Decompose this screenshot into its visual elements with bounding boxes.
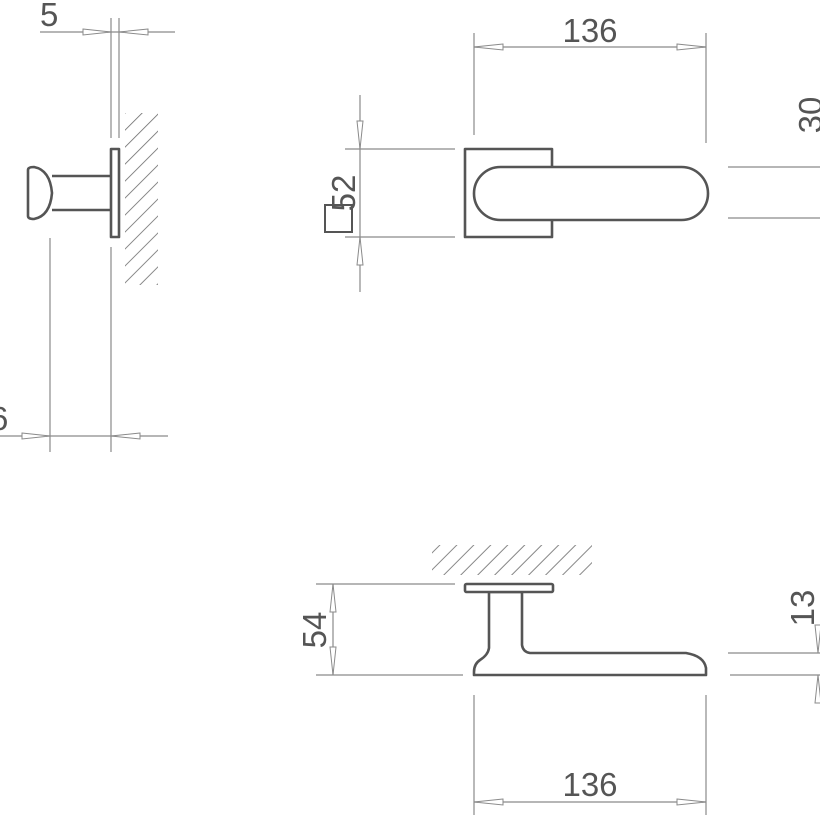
dim-label-136-top: 136 <box>562 12 617 49</box>
arrow <box>676 43 707 51</box>
rosette-side <box>109 147 121 239</box>
knob-end <box>26 165 54 221</box>
arrow <box>118 28 149 36</box>
arrow <box>473 798 504 806</box>
front-view: 136 52 30 <box>324 12 820 292</box>
arrow <box>814 674 820 704</box>
square-icon <box>324 204 353 233</box>
dim-label-54: 54 <box>296 612 333 649</box>
wall-hatch <box>125 113 158 285</box>
plan-view: 54 13 136 <box>296 545 820 815</box>
dim-label-13: 13 <box>784 590 820 627</box>
arrow <box>21 432 51 440</box>
lever-profile <box>472 590 708 677</box>
side-view: 5 6 <box>0 0 175 452</box>
dim-label-30: 30 <box>792 97 820 134</box>
arrow <box>473 43 504 51</box>
arrow <box>110 432 141 440</box>
arrow <box>676 798 707 806</box>
door-hatch <box>432 545 592 575</box>
dim-label-136-bottom: 136 <box>562 766 617 803</box>
arrow <box>329 583 337 613</box>
arrow <box>356 120 364 150</box>
arrow <box>356 236 364 266</box>
arrow <box>82 28 112 36</box>
dim-label-6: 6 <box>0 400 8 437</box>
rosette-plan <box>463 582 555 594</box>
arrow <box>814 624 820 654</box>
dim-label-5: 5 <box>40 0 58 33</box>
lever-front <box>472 165 710 222</box>
arrow <box>329 646 337 676</box>
